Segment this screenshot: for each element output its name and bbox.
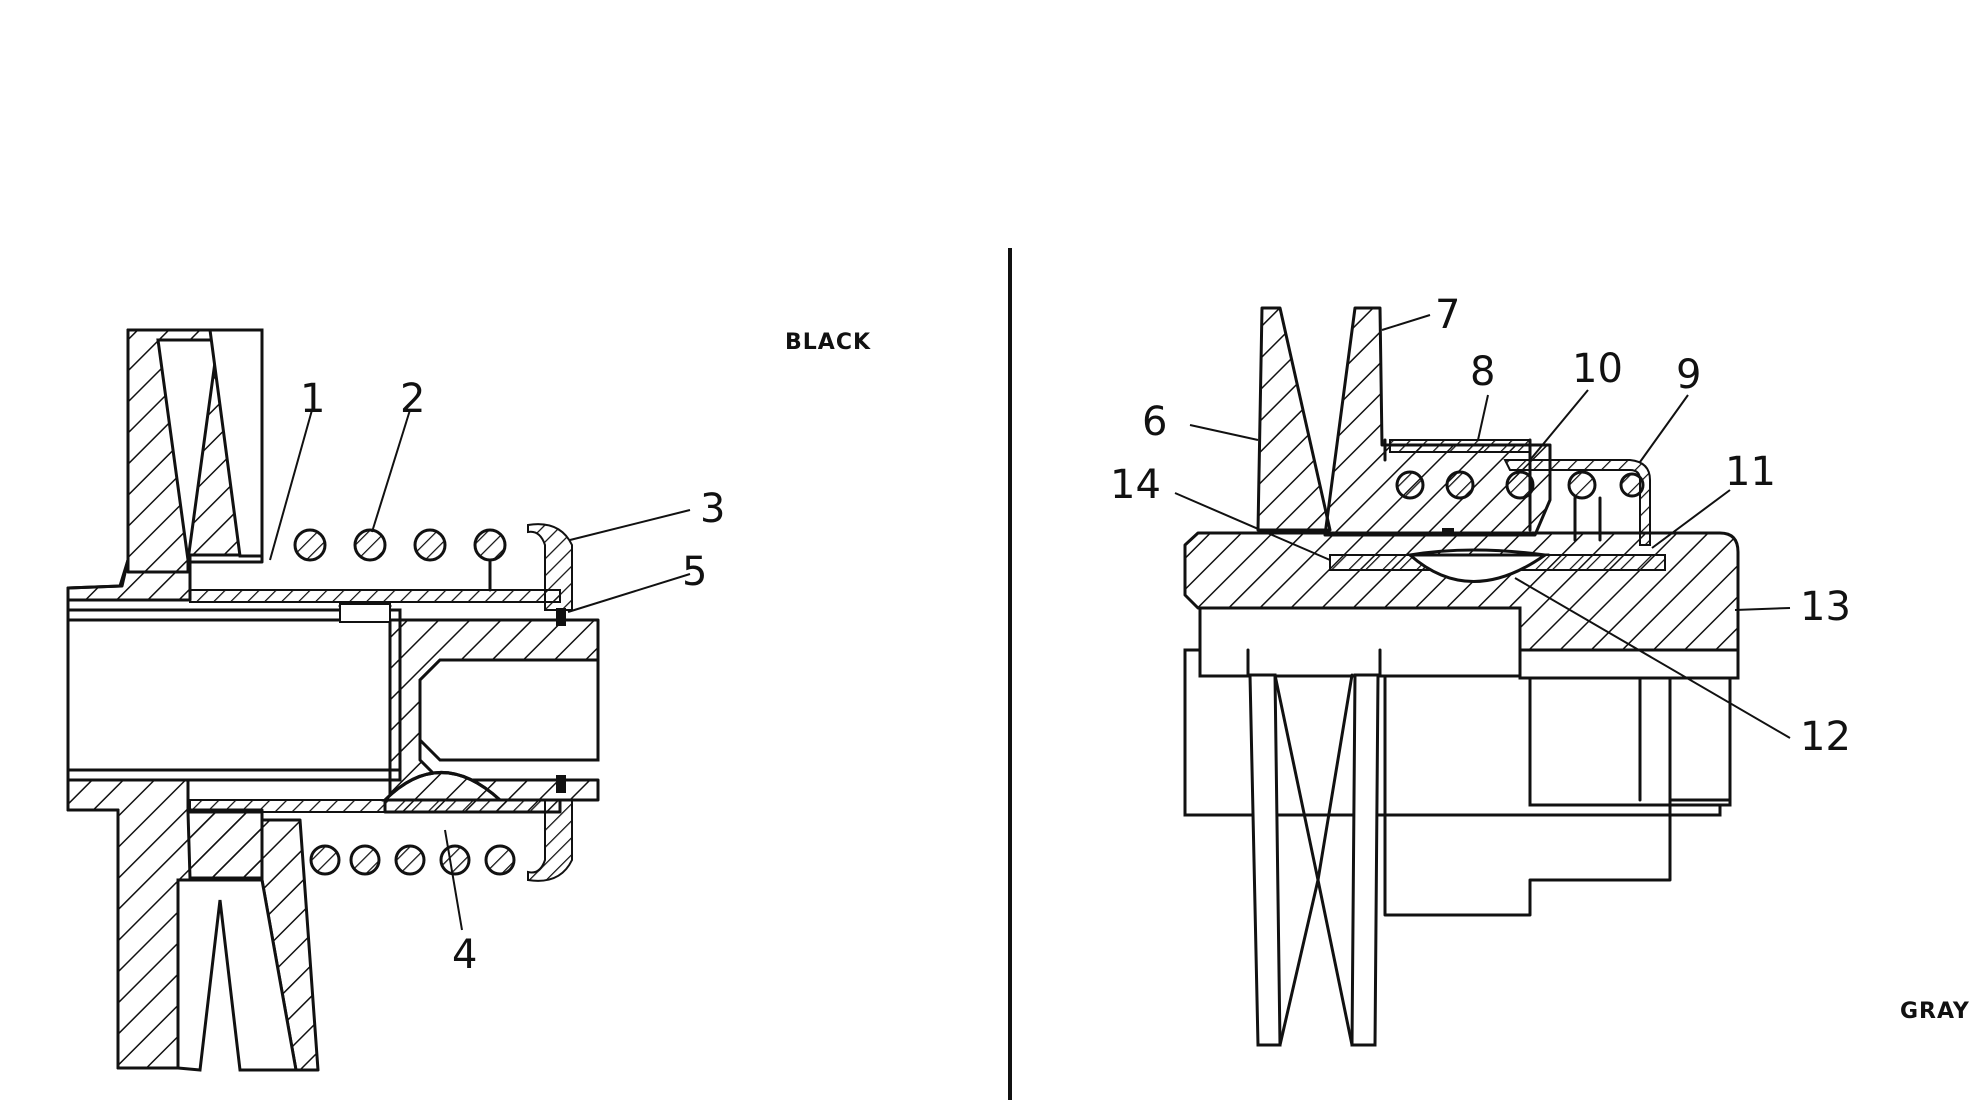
callout-11: 11 [1725, 449, 1776, 495]
callout-8: 8 [1470, 349, 1495, 395]
callout-3: 3 [700, 486, 725, 532]
callout-14: 14 [1110, 462, 1161, 508]
callout-5: 5 [682, 549, 707, 595]
callout-6: 6 [1142, 399, 1167, 445]
callout-9: 9 [1676, 352, 1701, 398]
callout-12: 12 [1800, 714, 1851, 760]
callout-4: 4 [452, 932, 477, 978]
callout-10: 10 [1572, 346, 1623, 392]
right-pulley-section: 6 7 8 9 10 11 13 12 14 GRAY [1110, 292, 1970, 1047]
callout-1: 1 [300, 376, 325, 422]
callout-2: 2 [400, 376, 425, 422]
gray-label: GRAY [1900, 999, 1970, 1024]
callout-7: 7 [1435, 292, 1460, 338]
left-pulley-section: 1 2 3 5 4 BLACK [66, 328, 871, 1072]
callout-13: 13 [1800, 584, 1851, 630]
black-label: BLACK [785, 330, 871, 355]
